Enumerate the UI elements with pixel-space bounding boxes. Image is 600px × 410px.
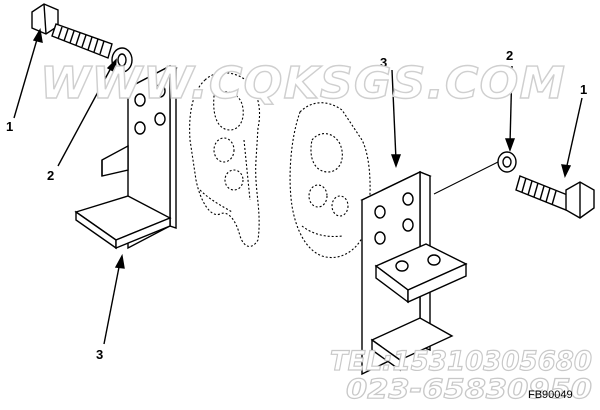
watermark-tel: TEL:15310305680 (330, 346, 592, 377)
callout-bolt-left: 1 (6, 119, 13, 134)
callout-washer-right: 2 (506, 48, 513, 63)
leader-lines (13, 28, 583, 345)
right-bracket (360, 170, 468, 376)
engine-housing-right (289, 102, 371, 258)
drawing-code: FB90049 (528, 389, 573, 401)
watermark-phone: 023-65830950 (346, 374, 592, 405)
watermark-site: WWW.CQKSGS.COM (40, 58, 566, 109)
engine-housing-left (189, 72, 261, 247)
callout-bracket-right: 3 (380, 55, 387, 70)
alignment-line (433, 161, 499, 195)
right-washer (497, 151, 517, 173)
left-bracket (74, 64, 178, 250)
left-bolt (31, 3, 113, 59)
right-bolt (515, 175, 595, 219)
callout-bracket-left: 3 (96, 347, 103, 362)
callout-bolt-right: 1 (580, 82, 587, 97)
callout-washer-left: 2 (47, 168, 54, 183)
left-washer (111, 47, 133, 73)
